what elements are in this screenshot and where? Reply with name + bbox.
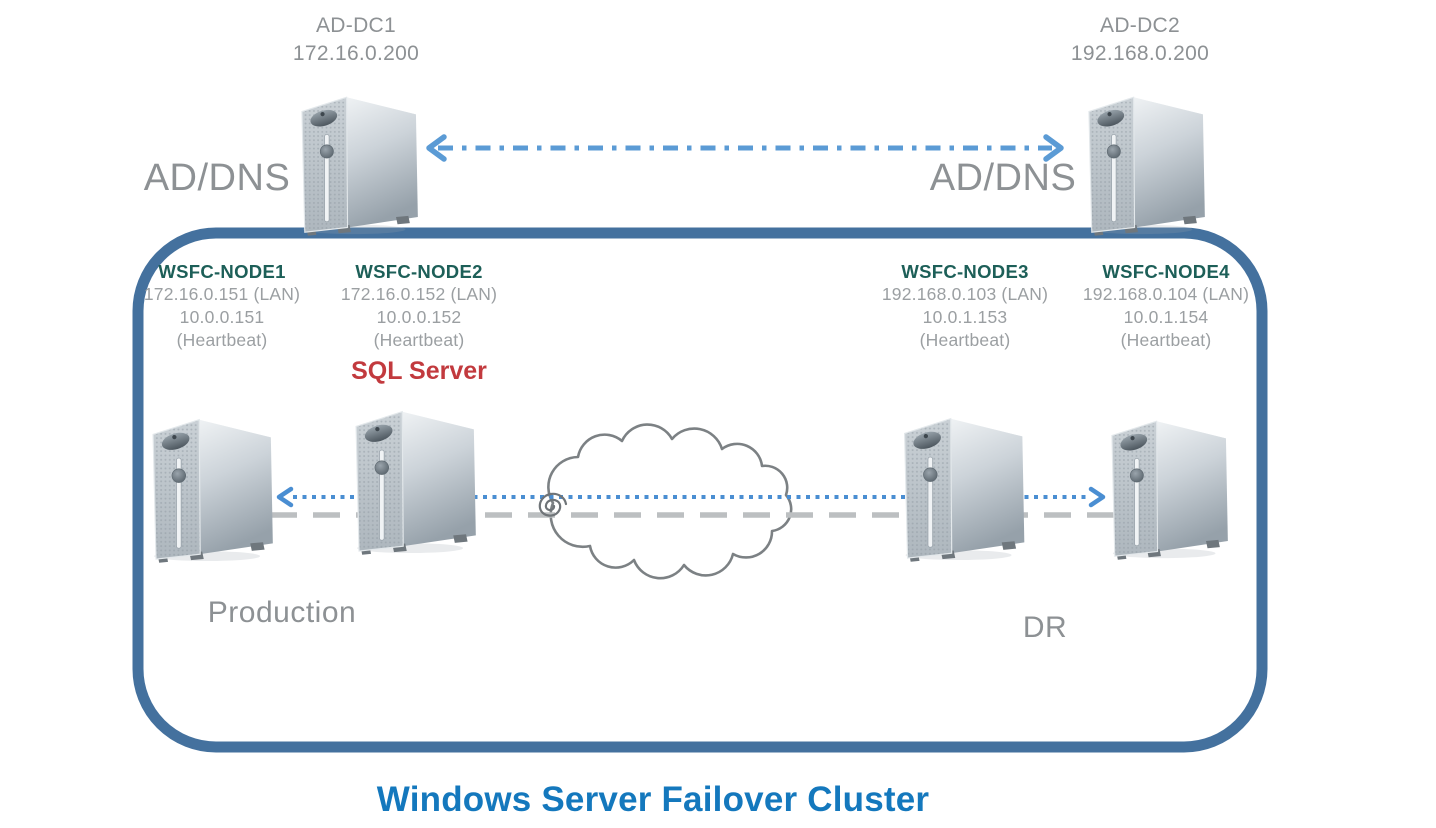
wsfc-node3-heartbeat-ip: 10.0.1.153 [922,307,1008,327]
wsfc-node1-label: WSFC-NODE1 172.16.0.151 (LAN) 10.0.0.151… [144,260,300,352]
wsfc-node1-heartbeat-caption: (Heartbeat) [176,330,268,350]
wan-cloud-icon [547,423,793,580]
wsfc-node3-name: WSFC-NODE3 [901,261,1029,282]
ad-dc2-label: AD-DC2 192.168.0.200 [1071,12,1209,68]
ad-dc1-name: AD-DC1 [316,14,396,37]
server-icon-wsfc-node1 [146,406,276,563]
server-icon-wsfc-node3 [897,405,1028,562]
wsfc-node1-name: WSFC-NODE1 [158,261,286,282]
wsfc-node4-name: WSFC-NODE4 [1102,261,1230,282]
wsfc-node4-heartbeat-caption: (Heartbeat) [1120,330,1212,350]
wsfc-node2-label: WSFC-NODE2 172.16.0.152 (LAN) 10.0.0.152… [341,260,497,352]
wsfc-node4-label: WSFC-NODE4 192.168.0.104 (LAN) 10.0.1.15… [1083,260,1249,352]
production-zone-label: Production [207,596,357,629]
ad-dc1-ip: 172.16.0.200 [292,42,420,65]
wsfc-node3-label: WSFC-NODE3 192.168.0.103 (LAN) 10.0.1.15… [882,260,1048,352]
wsfc-node2-lan-ip: 172.16.0.152 (LAN) [340,284,498,304]
server-icon-ad-dc2 [1081,84,1209,236]
cluster-boundary [132,227,1268,753]
wsfc-node4-lan-ip: 192.168.0.104 (LAN) [1082,284,1250,304]
ad-dns-role-left: AD/DNS [143,157,291,199]
spiral-icon [538,492,568,517]
server-icon-wsfc-node2 [349,398,479,555]
lan-link-arrow [276,486,1106,508]
ad-dc2-name: AD-DC2 [1100,14,1180,37]
wsfc-node1-heartbeat-ip: 10.0.0.151 [179,307,265,327]
wsfc-node1-lan-ip: 172.16.0.151 (LAN) [143,284,301,304]
ad-dns-role-right: AD/DNS [929,157,1077,199]
wsfc-node2-name: WSFC-NODE2 [355,261,483,282]
wsfc-node3-heartbeat-caption: (Heartbeat) [919,330,1011,350]
server-icon-ad-dc1 [294,84,422,236]
dr-zone-label: DR [1022,611,1068,644]
sql-server-label: SQL Server [351,357,487,385]
wsfc-node3-lan-ip: 192.168.0.103 (LAN) [881,284,1049,304]
wsfc-node2-heartbeat-ip: 10.0.0.152 [376,307,462,327]
ad-replication-arrow [426,134,1064,162]
wsfc-node4-heartbeat-ip: 10.0.1.154 [1123,307,1209,327]
wsfc-node2-heartbeat-caption: (Heartbeat) [373,330,465,350]
ad-dc1-label: AD-DC1 172.16.0.200 [293,12,419,68]
diagram-title: Windows Server Failover Cluster [376,780,930,819]
server-icon-wsfc-node4 [1103,408,1233,560]
ad-dc2-ip: 192.168.0.200 [1070,42,1210,65]
